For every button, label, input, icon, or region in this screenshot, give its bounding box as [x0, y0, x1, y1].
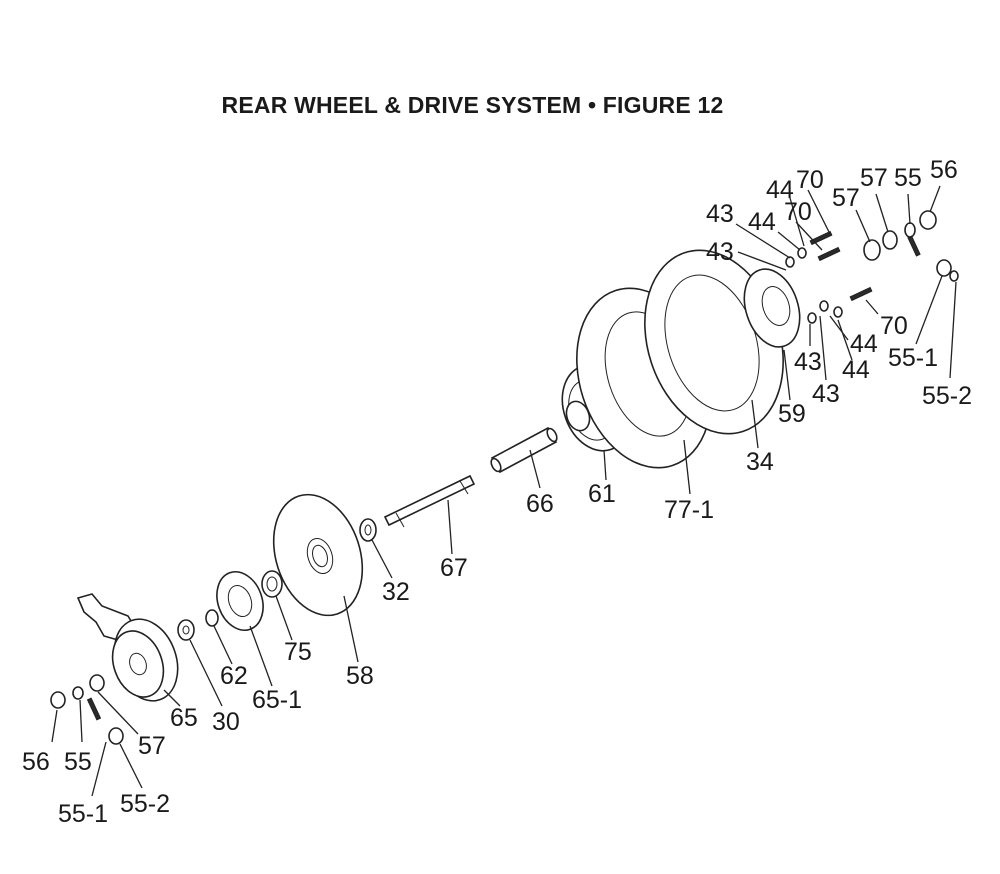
label-75: 75 — [284, 638, 312, 666]
label-67: 67 — [440, 554, 468, 582]
part-drawings — [50, 210, 959, 745]
label-30: 30 — [212, 708, 240, 736]
label-55-1-right: 55-1 — [888, 344, 938, 372]
label-34: 34 — [746, 448, 774, 476]
label-56-right: 56 — [930, 156, 958, 184]
label-62: 62 — [220, 662, 248, 690]
sprocket-65-1 — [216, 571, 264, 631]
part-62 — [205, 609, 219, 627]
label-58: 58 — [346, 662, 374, 690]
washer-30 — [177, 619, 195, 641]
label-44-d: 44 — [842, 356, 870, 384]
nut-55-2-left — [108, 727, 124, 745]
washer-57-left — [89, 674, 105, 692]
label-70-c: 70 — [880, 312, 908, 340]
label-55-1-left: 55-1 — [58, 800, 108, 828]
sprocket-plate-58 — [272, 493, 364, 617]
label-65-1: 65-1 — [252, 686, 302, 714]
label-44-b: 44 — [748, 208, 776, 236]
label-56-left: 56 — [22, 748, 50, 776]
figure-title: REAR WHEEL & DRIVE SYSTEM • FIGURE 12 — [221, 92, 724, 118]
nut-56-left — [50, 691, 66, 709]
washer-55-right — [904, 222, 916, 238]
washer-44 — [797, 247, 807, 259]
label-55-2-left: 55-2 — [120, 790, 170, 818]
washer-32 — [359, 518, 377, 542]
label-70-a: 70 — [796, 166, 824, 194]
label-55-left: 55 — [64, 748, 92, 776]
label-44-c: 44 — [850, 330, 878, 358]
label-57-right-a: 57 — [860, 164, 888, 192]
sprocket-59 — [743, 268, 801, 348]
label-43-d: 43 — [812, 380, 840, 408]
label-57-right-b: 57 — [832, 184, 860, 212]
label-43-a: 43 — [706, 200, 734, 228]
nut-55-1-right — [936, 259, 952, 277]
bolt-70-mid — [817, 246, 841, 262]
axle-67 — [383, 474, 476, 527]
label-57-left: 57 — [138, 732, 166, 760]
label-44-a: 44 — [766, 176, 794, 204]
washer-57-right — [863, 239, 881, 261]
label-59: 59 — [778, 400, 806, 428]
part-labels: 56 55 57 55-1 55-2 65 30 62 65-1 75 58 3… — [22, 156, 972, 828]
label-61: 61 — [588, 480, 616, 508]
label-43-c: 43 — [794, 348, 822, 376]
label-70-b: 70 — [784, 198, 812, 226]
bolt-70-top — [809, 230, 833, 246]
leader-lines — [51, 185, 957, 797]
pulley-65-face — [111, 630, 165, 698]
label-65: 65 — [170, 704, 198, 732]
tube-66 — [490, 426, 558, 474]
bolt-left — [86, 697, 102, 721]
label-66: 66 — [526, 490, 554, 518]
label-32: 32 — [382, 578, 410, 606]
nut-43 — [785, 256, 795, 268]
label-55-2-right: 55-2 — [922, 382, 972, 410]
label-77-1: 77-1 — [664, 496, 714, 524]
nut-56-right — [919, 210, 937, 230]
bearing-75 — [261, 570, 283, 598]
label-43-b: 43 — [706, 238, 734, 266]
label-55-right: 55 — [894, 164, 922, 192]
washer-55-left — [72, 686, 84, 700]
bolt-70-right — [849, 286, 873, 302]
